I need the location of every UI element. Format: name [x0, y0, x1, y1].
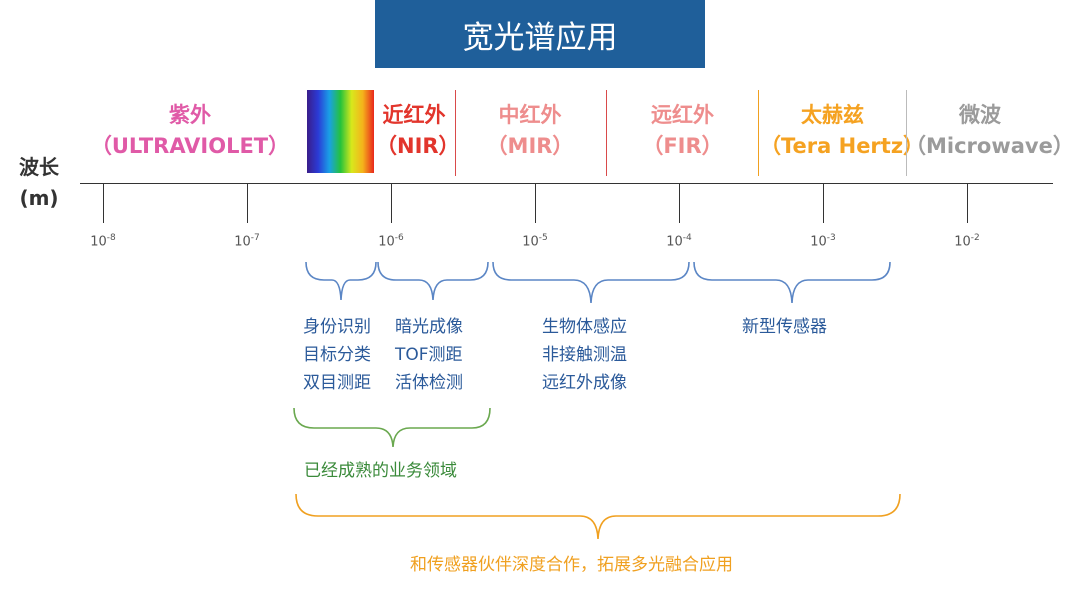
app-item: 目标分类 — [303, 345, 371, 365]
wavelength-axis — [80, 183, 1053, 184]
axis-tick — [391, 183, 392, 223]
app-item: 暗光成像 — [395, 317, 463, 337]
app-group-lowlight: 暗光成像 TOF测距 活体检测 — [395, 313, 463, 397]
app-item: 活体检测 — [395, 373, 463, 393]
band-ultraviolet-sub: （ULTRAVIOLET） — [90, 134, 290, 158]
axis-label: 波长 (m) — [12, 152, 66, 214]
band-fir: 远红外 （FIR） — [620, 100, 745, 162]
app-group-midir: 生物体感应 非接触测温 远红外成像 — [542, 313, 627, 397]
axis-tick — [967, 183, 968, 223]
band-divider — [606, 90, 607, 176]
app-item: 新型传感器 — [742, 317, 827, 337]
axis-tick — [247, 183, 248, 223]
axis-label-unit: (m) — [19, 186, 59, 210]
app-item: 生物体感应 — [542, 317, 627, 337]
app-item: 远红外成像 — [542, 373, 627, 393]
band-divider — [906, 90, 907, 176]
band-fir-name: 远红外 — [651, 103, 714, 127]
tick-label: 10-3 — [810, 233, 836, 250]
axis-tick — [103, 183, 104, 223]
axis-tick — [679, 183, 680, 223]
band-nir-name: 近红外 — [382, 103, 446, 127]
band-terahertz-name: 太赫兹 — [801, 103, 864, 127]
band-fir-sub: （FIR） — [642, 134, 723, 158]
partner-expansion-label: 和传感器伙伴深度合作，拓展多光融合应用 — [410, 555, 733, 575]
tick-label: 10-6 — [378, 233, 404, 250]
band-nir: 近红外 （NIR） — [376, 100, 460, 162]
band-ultraviolet: 紫外 （ULTRAVIOLET） — [85, 100, 295, 162]
tick-label: 10-7 — [234, 233, 260, 250]
brace-partner — [295, 493, 901, 540]
brace-lowlight — [377, 261, 489, 301]
tick-label: 10-8 — [90, 233, 116, 250]
app-item: 非接触测温 — [542, 345, 627, 365]
band-nir-sub: （NIR） — [376, 134, 460, 158]
band-mir-sub: （MIR） — [486, 134, 574, 158]
band-divider — [758, 90, 759, 176]
visible-spectrum-swatch — [307, 90, 374, 173]
band-terahertz-sub: （Tera Hertz） — [760, 134, 925, 158]
axis-label-line1: 波长 — [19, 155, 59, 179]
tick-label: 10-4 — [666, 233, 692, 250]
tick-label: 10-5 — [522, 233, 548, 250]
brace-midir — [492, 261, 690, 304]
page-title: 宽光谱应用 — [375, 0, 705, 68]
axis-tick — [823, 183, 824, 223]
band-mir-name: 中红外 — [498, 103, 562, 127]
brace-mature — [293, 407, 491, 448]
tick-label: 10-2 — [954, 233, 980, 250]
app-item: 双目测距 — [303, 373, 371, 393]
app-item: TOF测距 — [395, 345, 463, 365]
app-item: 身份识别 — [303, 317, 371, 337]
band-divider — [455, 90, 456, 176]
band-ultraviolet-name: 紫外 — [169, 103, 211, 127]
band-mir: 中红外 （MIR） — [470, 100, 590, 162]
brace-identity — [305, 261, 377, 301]
axis-tick — [535, 183, 536, 223]
mature-domains-label: 已经成熟的业务领域 — [304, 461, 457, 481]
brace-terahertz — [693, 261, 891, 304]
band-microwave: 微波 （Microwave） — [905, 100, 1074, 162]
app-group-terahertz: 新型传感器 — [742, 313, 827, 341]
band-terahertz: 太赫兹 （Tera Hertz） — [760, 100, 925, 162]
app-group-identity: 身份识别 目标分类 双目测距 — [303, 313, 371, 397]
band-microwave-sub: （Microwave） — [905, 134, 1074, 158]
band-microwave-name: 微波 — [959, 103, 1001, 127]
